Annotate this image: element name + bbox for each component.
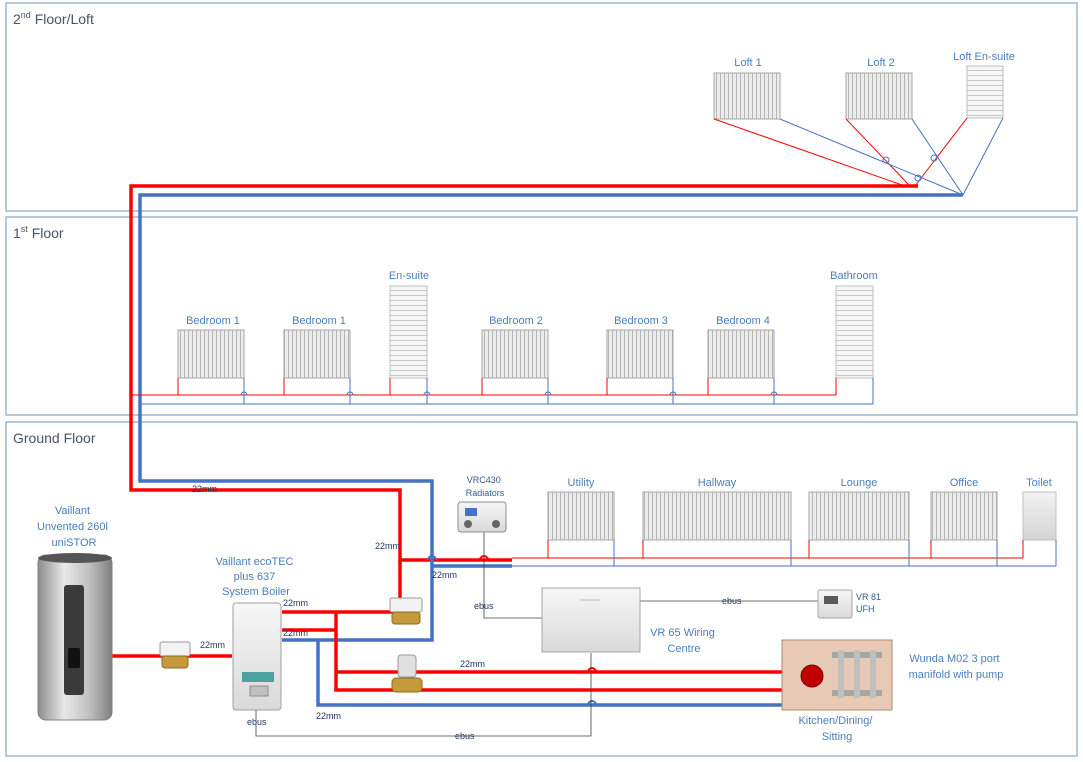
bathroom-label: Bathroom [830, 270, 878, 282]
boiler-label: Vaillant ecoTEC plus 637 System Boiler [215, 556, 296, 598]
ebus-label: ebus [455, 731, 475, 741]
pipe-label: 22mm [316, 711, 341, 721]
bedroom1b-label: Bedroom 1 [292, 315, 346, 327]
lounge-radiator [808, 491, 910, 541]
loft-floor-panel [5, 2, 1078, 212]
pipe-label: 22mm [432, 570, 457, 580]
ebus-label: ebus [722, 596, 742, 606]
cylinder-label: Vaillant Unvented 260l uniSTOR [37, 505, 111, 549]
ebus-label: ebus [474, 601, 494, 611]
loft-ensuite-towel-radiator [966, 65, 1004, 119]
bedroom1a-radiator [177, 329, 245, 379]
system-boiler [232, 602, 282, 711]
loft1-label: Loft 1 [734, 57, 762, 69]
bedroom2-radiator [481, 329, 549, 379]
vr65-label: VR 65 Wiring Centre [650, 627, 718, 655]
ground-floor-title: Ground Floor [13, 430, 96, 446]
loft2-radiator [845, 72, 913, 120]
loft2-label: Loft 2 [867, 57, 895, 69]
hallway-label: Hallway [698, 477, 737, 489]
loft-branch-pipes [713, 117, 1004, 196]
bedroom1a-label: Bedroom 1 [186, 315, 240, 327]
loft-floor-title: 2nd Floor/Loft [13, 10, 94, 27]
pipe-label: 22mm [192, 484, 217, 494]
vr81-controller [817, 589, 853, 619]
first-floor-pipes [131, 378, 874, 405]
pipe-label: 22mm [283, 628, 308, 638]
ground-floor-panel [5, 421, 1078, 757]
ground-return-pipes [316, 640, 785, 707]
first-floor-title: 1st Floor [13, 224, 64, 241]
main-flow-riser [129, 184, 918, 562]
bedroom2-label: Bedroom 2 [489, 315, 543, 327]
kitchen-label: Kitchen/Dining/ Sitting [798, 715, 875, 743]
first-floor-panel [5, 216, 1078, 416]
ensuite-towel-radiator [389, 285, 428, 379]
pipe-label: 22mm [200, 640, 225, 650]
pipe-label: 22mm [375, 541, 400, 551]
vr81-label: VR 81 UFH [856, 592, 884, 614]
ufh-manifold [781, 639, 893, 711]
bedroom3-label: Bedroom 3 [614, 315, 668, 327]
ufh-motorised-valve [391, 654, 423, 693]
hot-water-cylinder [37, 553, 113, 721]
utility-radiator [547, 491, 615, 541]
ground-floor-radiators [547, 491, 1057, 541]
loft-radiators [713, 65, 1004, 120]
office-radiator [930, 491, 998, 541]
bedroom3-radiator [606, 329, 674, 379]
bedroom1b-radiator [283, 329, 351, 379]
ensuite-label: En-suite [389, 270, 429, 282]
ebus-label: ebus [247, 717, 267, 727]
office-label: Office [950, 477, 979, 489]
radiator-zone-valve [389, 597, 423, 625]
bathroom-towel-radiator [835, 285, 874, 379]
pipe-label: 22mm [460, 659, 485, 669]
vrc430-controller [457, 501, 507, 533]
loft-ensuite-label: Loft En-suite [953, 51, 1015, 63]
vr65-wiring-centre [541, 587, 641, 653]
manifold-label: Wunda M02 3 port manifold with pump [909, 653, 1004, 681]
utility-label: Utility [568, 477, 595, 489]
cylinder-zone-valve [159, 641, 191, 669]
loft1-radiator [713, 72, 781, 120]
bedroom4-label: Bedroom 4 [716, 315, 770, 327]
pipe-label: 22mm [283, 598, 308, 608]
first-floor-radiators [177, 285, 874, 379]
lounge-label: Lounge [841, 477, 878, 489]
vrc430-label: VRC430 Radiators [466, 475, 505, 498]
hallway-radiator [642, 491, 792, 541]
ebus-wiring [255, 530, 818, 737]
bedroom4-radiator [707, 329, 775, 379]
ground-radiator-pipes [512, 540, 1057, 567]
main-return-riser [138, 193, 963, 642]
toilet-radiator [1022, 491, 1057, 541]
toilet-label: Toilet [1026, 477, 1052, 489]
